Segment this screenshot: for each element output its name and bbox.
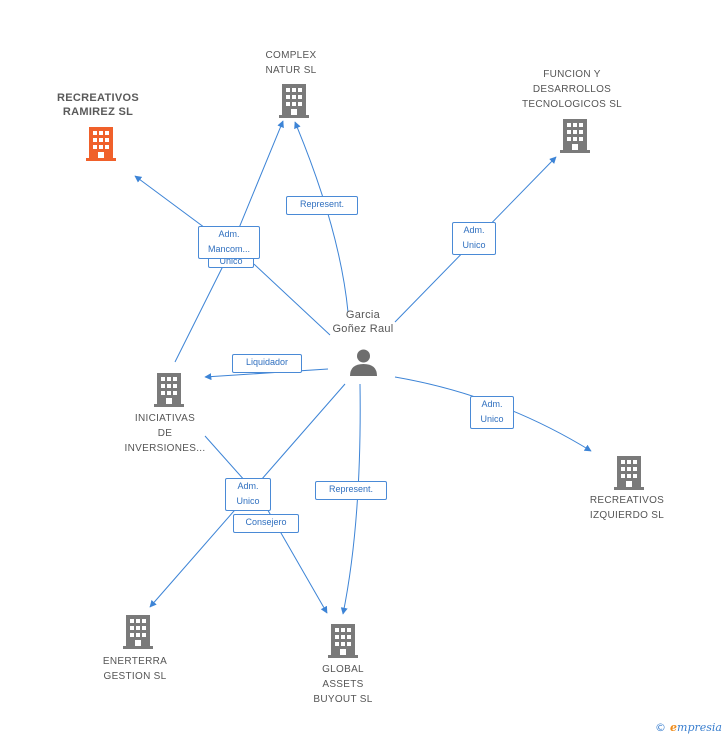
- edge-label-adm-unico-funcion[interactable]: Adm. Unico: [452, 222, 496, 255]
- edge-label-adm-unico-enerterra[interactable]: Adm. Unico: [225, 478, 271, 511]
- edge-label-adm-unico-izquierdo[interactable]: Adm. Unico: [470, 396, 514, 429]
- person-icon[interactable]: [349, 348, 378, 382]
- building-icon[interactable]: [328, 624, 358, 663]
- center-person-name: Garcia Goñez Raul: [332, 309, 394, 335]
- company-name-complex-natur[interactable]: COMPLEX NATUR SL: [265, 50, 317, 76]
- building-icon[interactable]: [154, 373, 184, 412]
- building-icon[interactable]: [560, 119, 590, 158]
- building-icon[interactable]: [279, 84, 309, 123]
- edge-label-consejero[interactable]: Consejero: [233, 514, 299, 533]
- edge-label-liquidador[interactable]: Liquidador: [232, 354, 302, 373]
- building-icon[interactable]: [123, 615, 153, 654]
- building-icon[interactable]: [614, 456, 644, 495]
- edge-label-represent-complex[interactable]: Represent.: [286, 196, 358, 215]
- brand-initial: e: [670, 721, 678, 734]
- building-icon[interactable]: [86, 127, 116, 166]
- edge-to-global-assets: [340, 383, 361, 615]
- company-name-global-assets[interactable]: GLOBAL ASSETS BUYOUT SL: [313, 664, 373, 705]
- edge-label-represent-global[interactable]: Represent.: [315, 481, 387, 500]
- edge-label-adm-mancom[interactable]: Adm. Mancom...: [198, 226, 260, 259]
- company-name-recreativos-izquierdo[interactable]: RECREATIVOS IZQUIERDO SL: [589, 495, 665, 521]
- edge-to-complex-natur-represent: [294, 121, 349, 313]
- copyright-symbol: ©: [655, 721, 667, 734]
- company-name-recreativos-ramirez[interactable]: RECREATIVOS RAMIREZ SL: [57, 92, 139, 118]
- company-name-funcion-desarrollos[interactable]: FUNCION Y DESARROLLOS TECNOLOGICOS SL: [521, 69, 623, 110]
- edge-to-recreativos-ramirez: [134, 175, 331, 336]
- empresia-logo[interactable]: ©empresia: [655, 721, 722, 734]
- company-name-enerterra[interactable]: ENERTERRA GESTION SL: [102, 656, 168, 682]
- brand-name: mpresia: [677, 721, 722, 734]
- company-name-iniciativas[interactable]: INICIATIVAS DE INVERSIONES...: [124, 413, 206, 454]
- edge-to-iniciativas: [204, 368, 329, 381]
